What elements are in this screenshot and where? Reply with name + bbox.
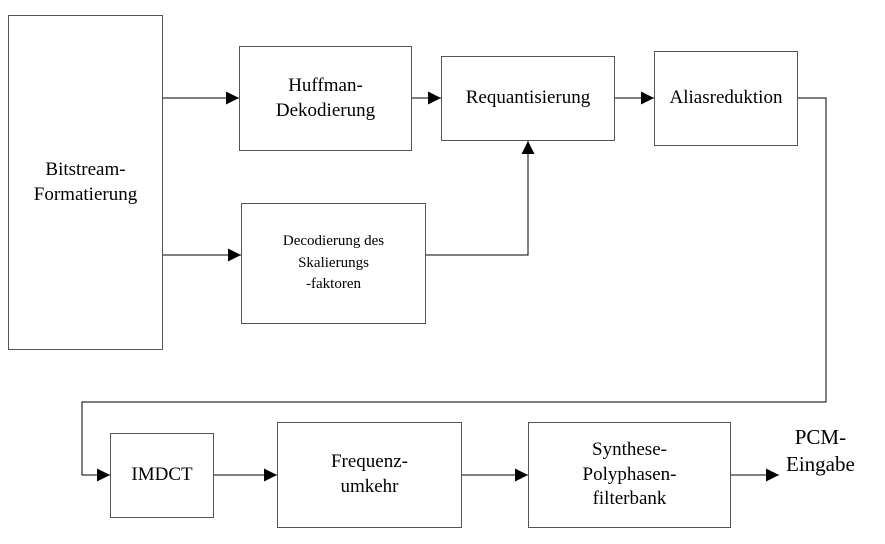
block-label-line: Huffman- [288, 74, 363, 96]
output-label-line: PCM- [794, 425, 847, 449]
block-label-line: Requantisierung [465, 87, 591, 109]
block-label-line: filterbank [592, 488, 667, 510]
synthese-filterbank-block: Synthese- Polyphasen- filterbank [528, 422, 731, 528]
block-label-line: Frequenz- [330, 451, 409, 473]
block-label-line: -faktoren [306, 276, 361, 293]
block-label-line: Decodierung des [282, 232, 385, 249]
arrow-scalefactors-to-requant [426, 141, 535, 256]
bitstream-formatierung-block: Bitstream- Formatierung [8, 15, 163, 350]
imdct-block: IMDCT [110, 433, 214, 518]
block-label-line: Aliasreduktion [669, 87, 783, 109]
aliasreduktion-block: Aliasreduktion [654, 51, 798, 146]
block-label-line: IMDCT [131, 464, 193, 486]
pcm-output-label: PCM- Eingabe [786, 424, 855, 479]
output-label-line: Eingabe [786, 452, 855, 477]
requantisierung-block: Requantisierung [441, 56, 615, 141]
frequenzumkehr-block: Frequenz- umkehr [277, 422, 462, 528]
block-label-line: Polyphasen- [582, 463, 677, 485]
block-label-line: Synthese- [592, 438, 667, 460]
block-label-line: Bitstream- [45, 158, 126, 180]
block-label-line: Formatierung [33, 183, 138, 205]
block-label-line: Skalierungs [298, 254, 369, 271]
block-label-line: umkehr [340, 476, 399, 497]
arrow-alias-to-imdct [81, 97, 827, 482]
huffman-dekodierung-block: Huffman- Dekodierung [239, 46, 412, 151]
block-label-line: Dekodierung [275, 99, 376, 121]
skalierungsfaktoren-block: Decodierung des Skalierungs -faktoren [241, 203, 426, 324]
